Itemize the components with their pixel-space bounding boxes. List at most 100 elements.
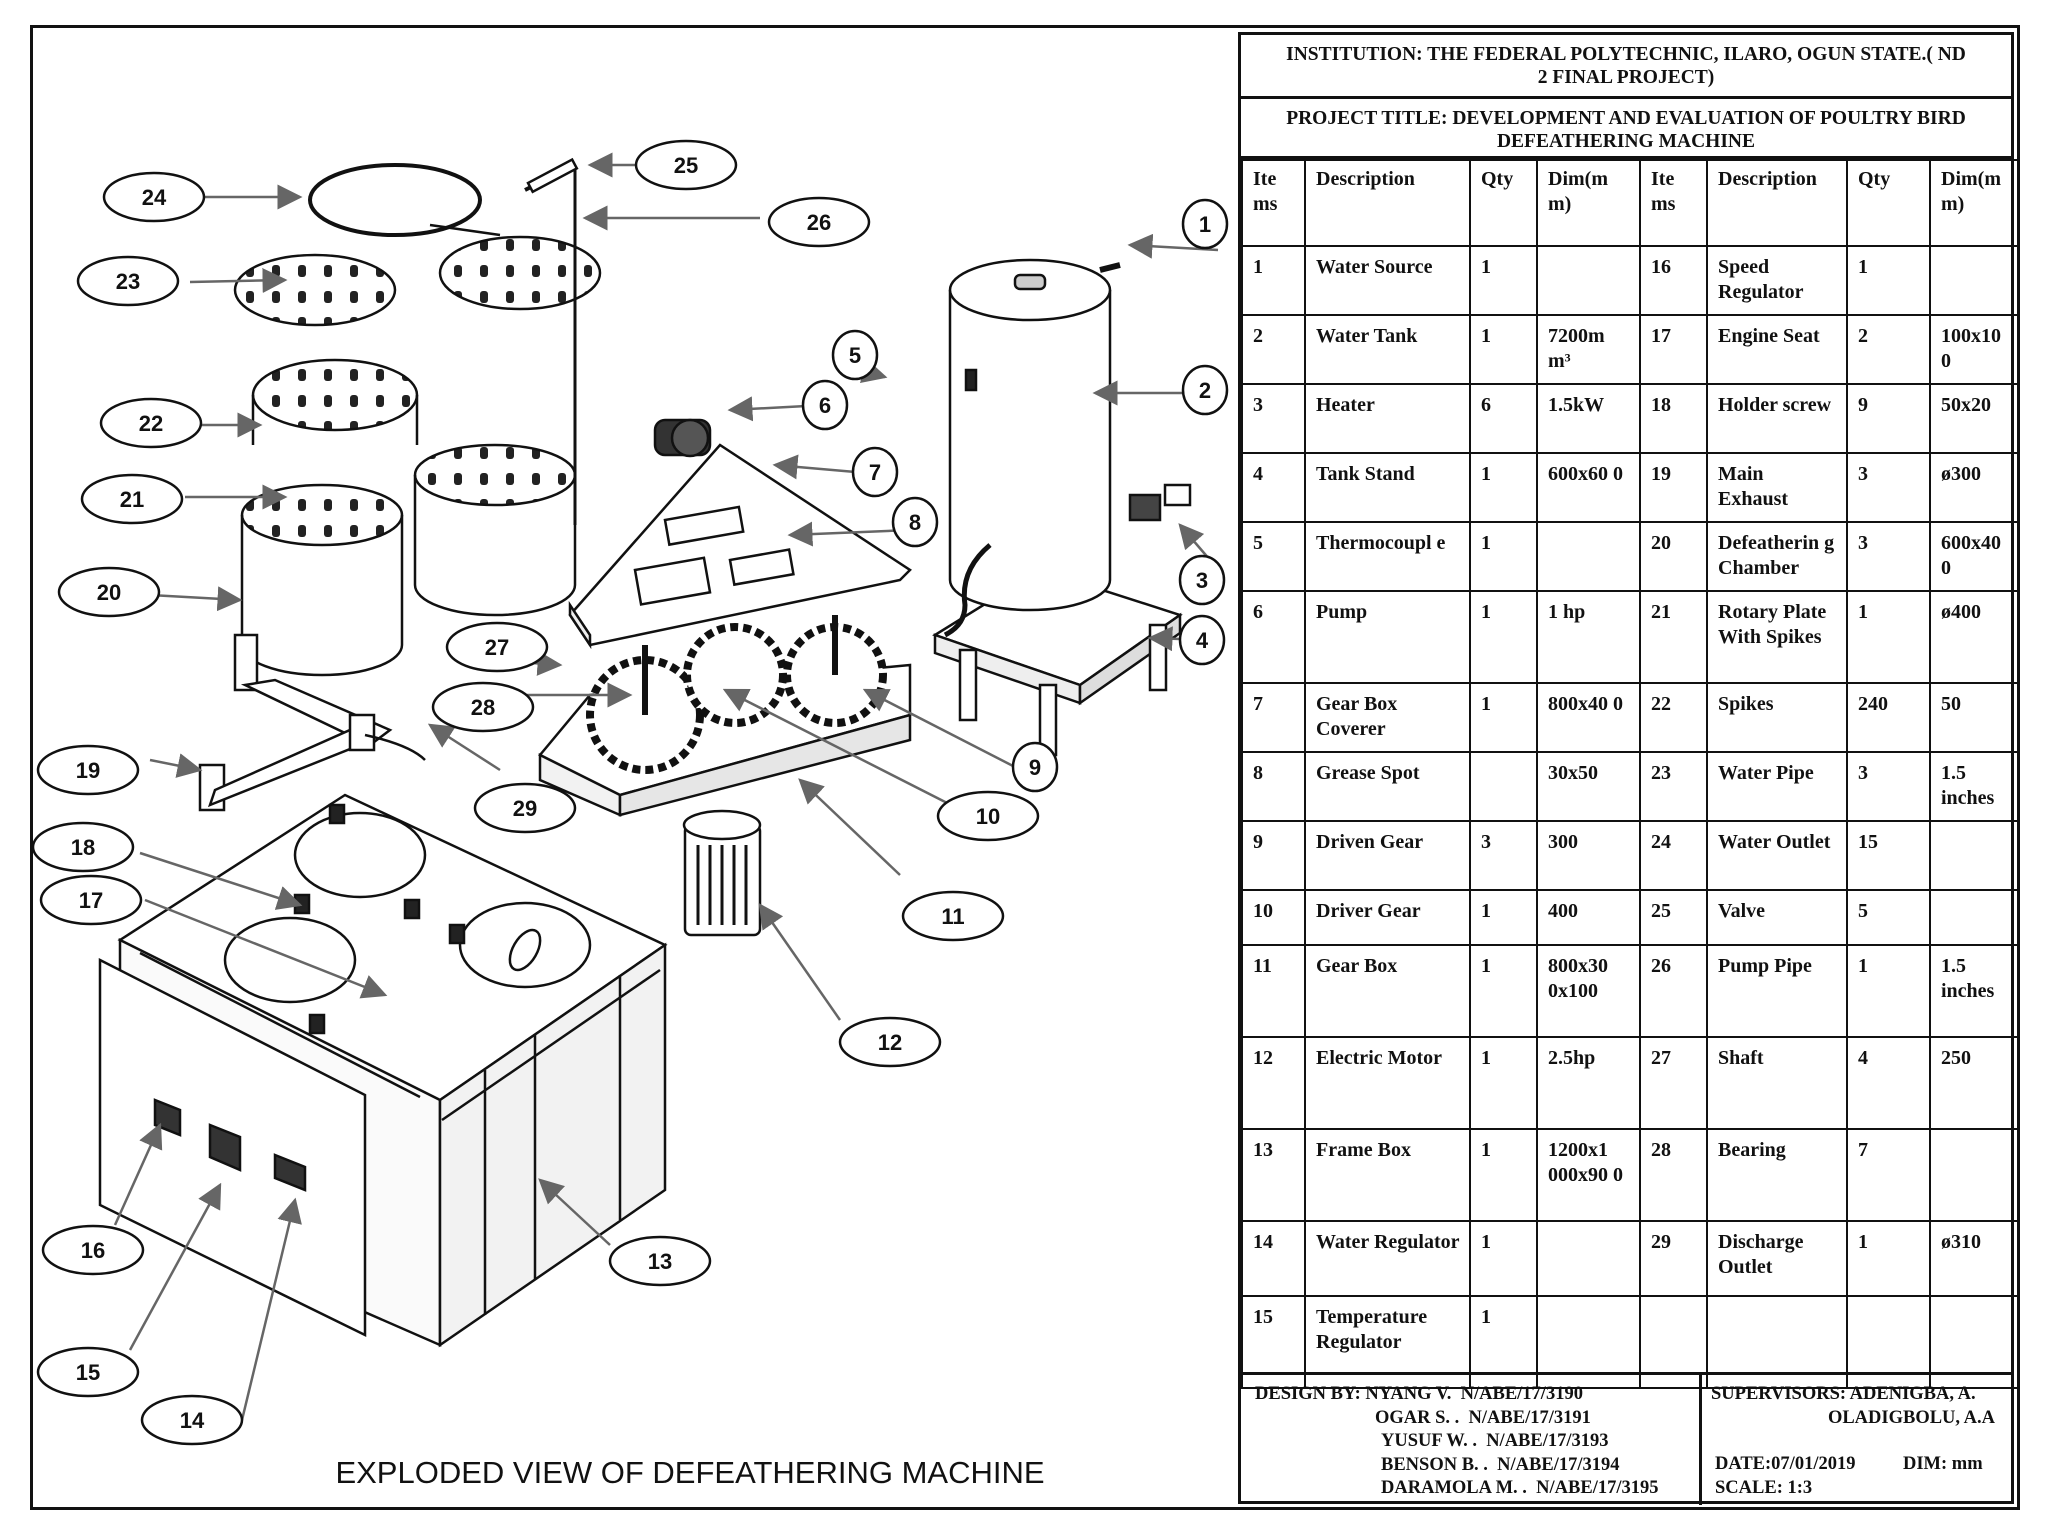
table-cell: Shaft: [1706, 1036, 1848, 1130]
table-cell: Valve: [1706, 889, 1848, 946]
table-cell: 400: [1536, 889, 1641, 946]
callout-20: 20: [97, 580, 121, 605]
table-cell: ø300: [1929, 452, 2019, 523]
gear-box: [538, 615, 912, 937]
callout-29: 29: [513, 796, 537, 821]
table-cell: Water Outlet: [1706, 820, 1848, 891]
callout-12: 12: [878, 1030, 902, 1055]
table-cell: 17: [1639, 314, 1708, 385]
table-cell: Driven Gear: [1304, 820, 1471, 891]
table-cell: ø310: [1929, 1220, 2019, 1297]
title-block: INSTITUTION: THE FEDERAL POLYTECHNIC, IL…: [1238, 32, 2019, 1505]
table-cell: 27: [1639, 1036, 1708, 1130]
table-cell: 7200m m³: [1536, 314, 1641, 385]
table-cell: 13: [1241, 1128, 1306, 1222]
table-cell: Spikes: [1706, 682, 1848, 753]
table-cell: Water Source: [1304, 245, 1471, 316]
table-cell: Gear Box Coverer: [1304, 682, 1471, 753]
callout-labels: 1 2 3 4 5 6 7 8 9 10 11 12 13 14 15 16 1…: [71, 153, 1211, 1433]
col-header: Dim(m m): [1929, 159, 2019, 247]
designer-line: YUSUF W. . N/ABE/17/3193: [1381, 1431, 1609, 1451]
callout-27: 27: [485, 635, 509, 660]
table-cell: 3: [1241, 383, 1306, 454]
table-cell: Rotary Plate With Spikes: [1706, 590, 1848, 684]
table-cell: Tank Stand: [1304, 452, 1471, 523]
table-cell: Electric Motor: [1304, 1036, 1471, 1130]
callout-21: 21: [120, 487, 144, 512]
table-cell: Thermocoupl e: [1304, 521, 1471, 592]
exhaust-pipes: [198, 633, 426, 812]
table-cell: 1: [1846, 245, 1931, 316]
table-cell: Main Exhaust: [1706, 452, 1848, 523]
callout-15: 15: [76, 1360, 100, 1385]
table-cell: 50x20: [1929, 383, 2019, 454]
table-cell: 25: [1639, 889, 1708, 946]
callout-1: 1: [1199, 212, 1211, 237]
col-header: Qty: [1846, 159, 1931, 247]
project-title-text: PROJECT TITLE: DEVELOPMENT AND EVALUATIO…: [1286, 108, 1966, 152]
table-cell: 1: [1469, 944, 1538, 1038]
table-cell: ø400: [1929, 590, 2019, 684]
col-header: Ite ms: [1241, 159, 1306, 247]
table-cell: 1: [1469, 682, 1538, 753]
table-cell: 1: [1241, 245, 1306, 316]
table-cell: 600x40 0: [1929, 521, 2019, 592]
table-cell: [1536, 521, 1641, 592]
drawing-scale: SCALE: 1:3: [1715, 1478, 1813, 1498]
callout-5: 5: [849, 343, 861, 368]
table-cell: 18: [1639, 383, 1708, 454]
table-cell: Heater: [1304, 383, 1471, 454]
callout-22: 22: [139, 411, 163, 436]
callout-4: 4: [1196, 628, 1209, 653]
col-header: Ite ms: [1639, 159, 1708, 247]
table-cell: 1: [1846, 1220, 1931, 1297]
table-cell: 24: [1639, 820, 1708, 891]
col-header: Description: [1706, 159, 1848, 247]
table-cell: 1.5 inches: [1929, 944, 2019, 1038]
table-cell: [1929, 245, 2019, 316]
supervisor-block: SUPERVISORS: ADENIGBA, A. OLADIGBOLU, A.…: [1705, 1375, 2011, 1505]
table-cell: [1929, 820, 2019, 891]
table-cell: 3: [1846, 452, 1931, 523]
callout-28: 28: [471, 695, 495, 720]
callout-7: 7: [869, 460, 881, 485]
table-cell: 1: [1469, 590, 1538, 684]
table-cell: 5: [1241, 521, 1306, 592]
table-cell: 4: [1846, 1036, 1931, 1130]
table-cell: 2: [1846, 314, 1931, 385]
defeathering-chambers: [233, 157, 602, 677]
table-cell: 19: [1639, 452, 1708, 523]
table-cell: Defeatherin g Chamber: [1706, 521, 1848, 592]
callout-8: 8: [909, 510, 921, 535]
drawing-caption: EXPLODED VIEW OF DEFEATHERING MACHINE: [335, 1455, 1045, 1490]
table-cell: 1: [1469, 1128, 1538, 1222]
table-cell: 100x10 0: [1929, 314, 2019, 385]
table-cell: 800x40 0: [1536, 682, 1641, 753]
table-cell: Grease Spot: [1304, 751, 1471, 822]
callout-18: 18: [71, 835, 95, 860]
table-cell: 1: [1469, 521, 1538, 592]
table-cell: 2.5hp: [1536, 1036, 1641, 1130]
col-header: Qty: [1469, 159, 1538, 247]
table-cell: 9: [1241, 820, 1306, 891]
table-cell: 3: [1846, 751, 1931, 822]
table-cell: Holder screw: [1706, 383, 1848, 454]
table-cell: 1200x1 000x90 0: [1536, 1128, 1641, 1222]
table-cell: 26: [1639, 944, 1708, 1038]
table-cell: Pump Pipe: [1706, 944, 1848, 1038]
institution-header: INSTITUTION: THE FEDERAL POLYTECHNIC, IL…: [1241, 35, 2011, 99]
table-cell: 1: [1469, 452, 1538, 523]
callout-17: 17: [79, 888, 103, 913]
col-header: Dim(m m): [1536, 159, 1641, 247]
table-cell: 2: [1241, 314, 1306, 385]
table-cell: 16: [1639, 245, 1708, 316]
parts-list-table: Ite ms Description Qty Dim(m m) Ite ms D…: [1241, 159, 2019, 1389]
designer-line: BENSON B. . N/ABE/17/3194: [1381, 1454, 1620, 1475]
callout-26: 26: [807, 210, 831, 235]
table-cell: 1: [1469, 314, 1538, 385]
